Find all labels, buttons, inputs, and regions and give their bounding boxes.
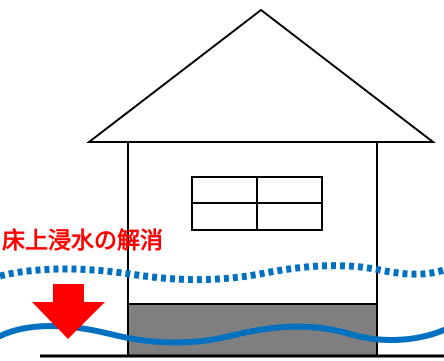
previous-flood-level-line (0, 262, 444, 284)
house-window (191, 176, 323, 231)
flood-resolution-label: 床上浸水の解消 (2, 228, 163, 254)
house-roof (86, 8, 436, 143)
down-arrow-icon (32, 284, 105, 339)
